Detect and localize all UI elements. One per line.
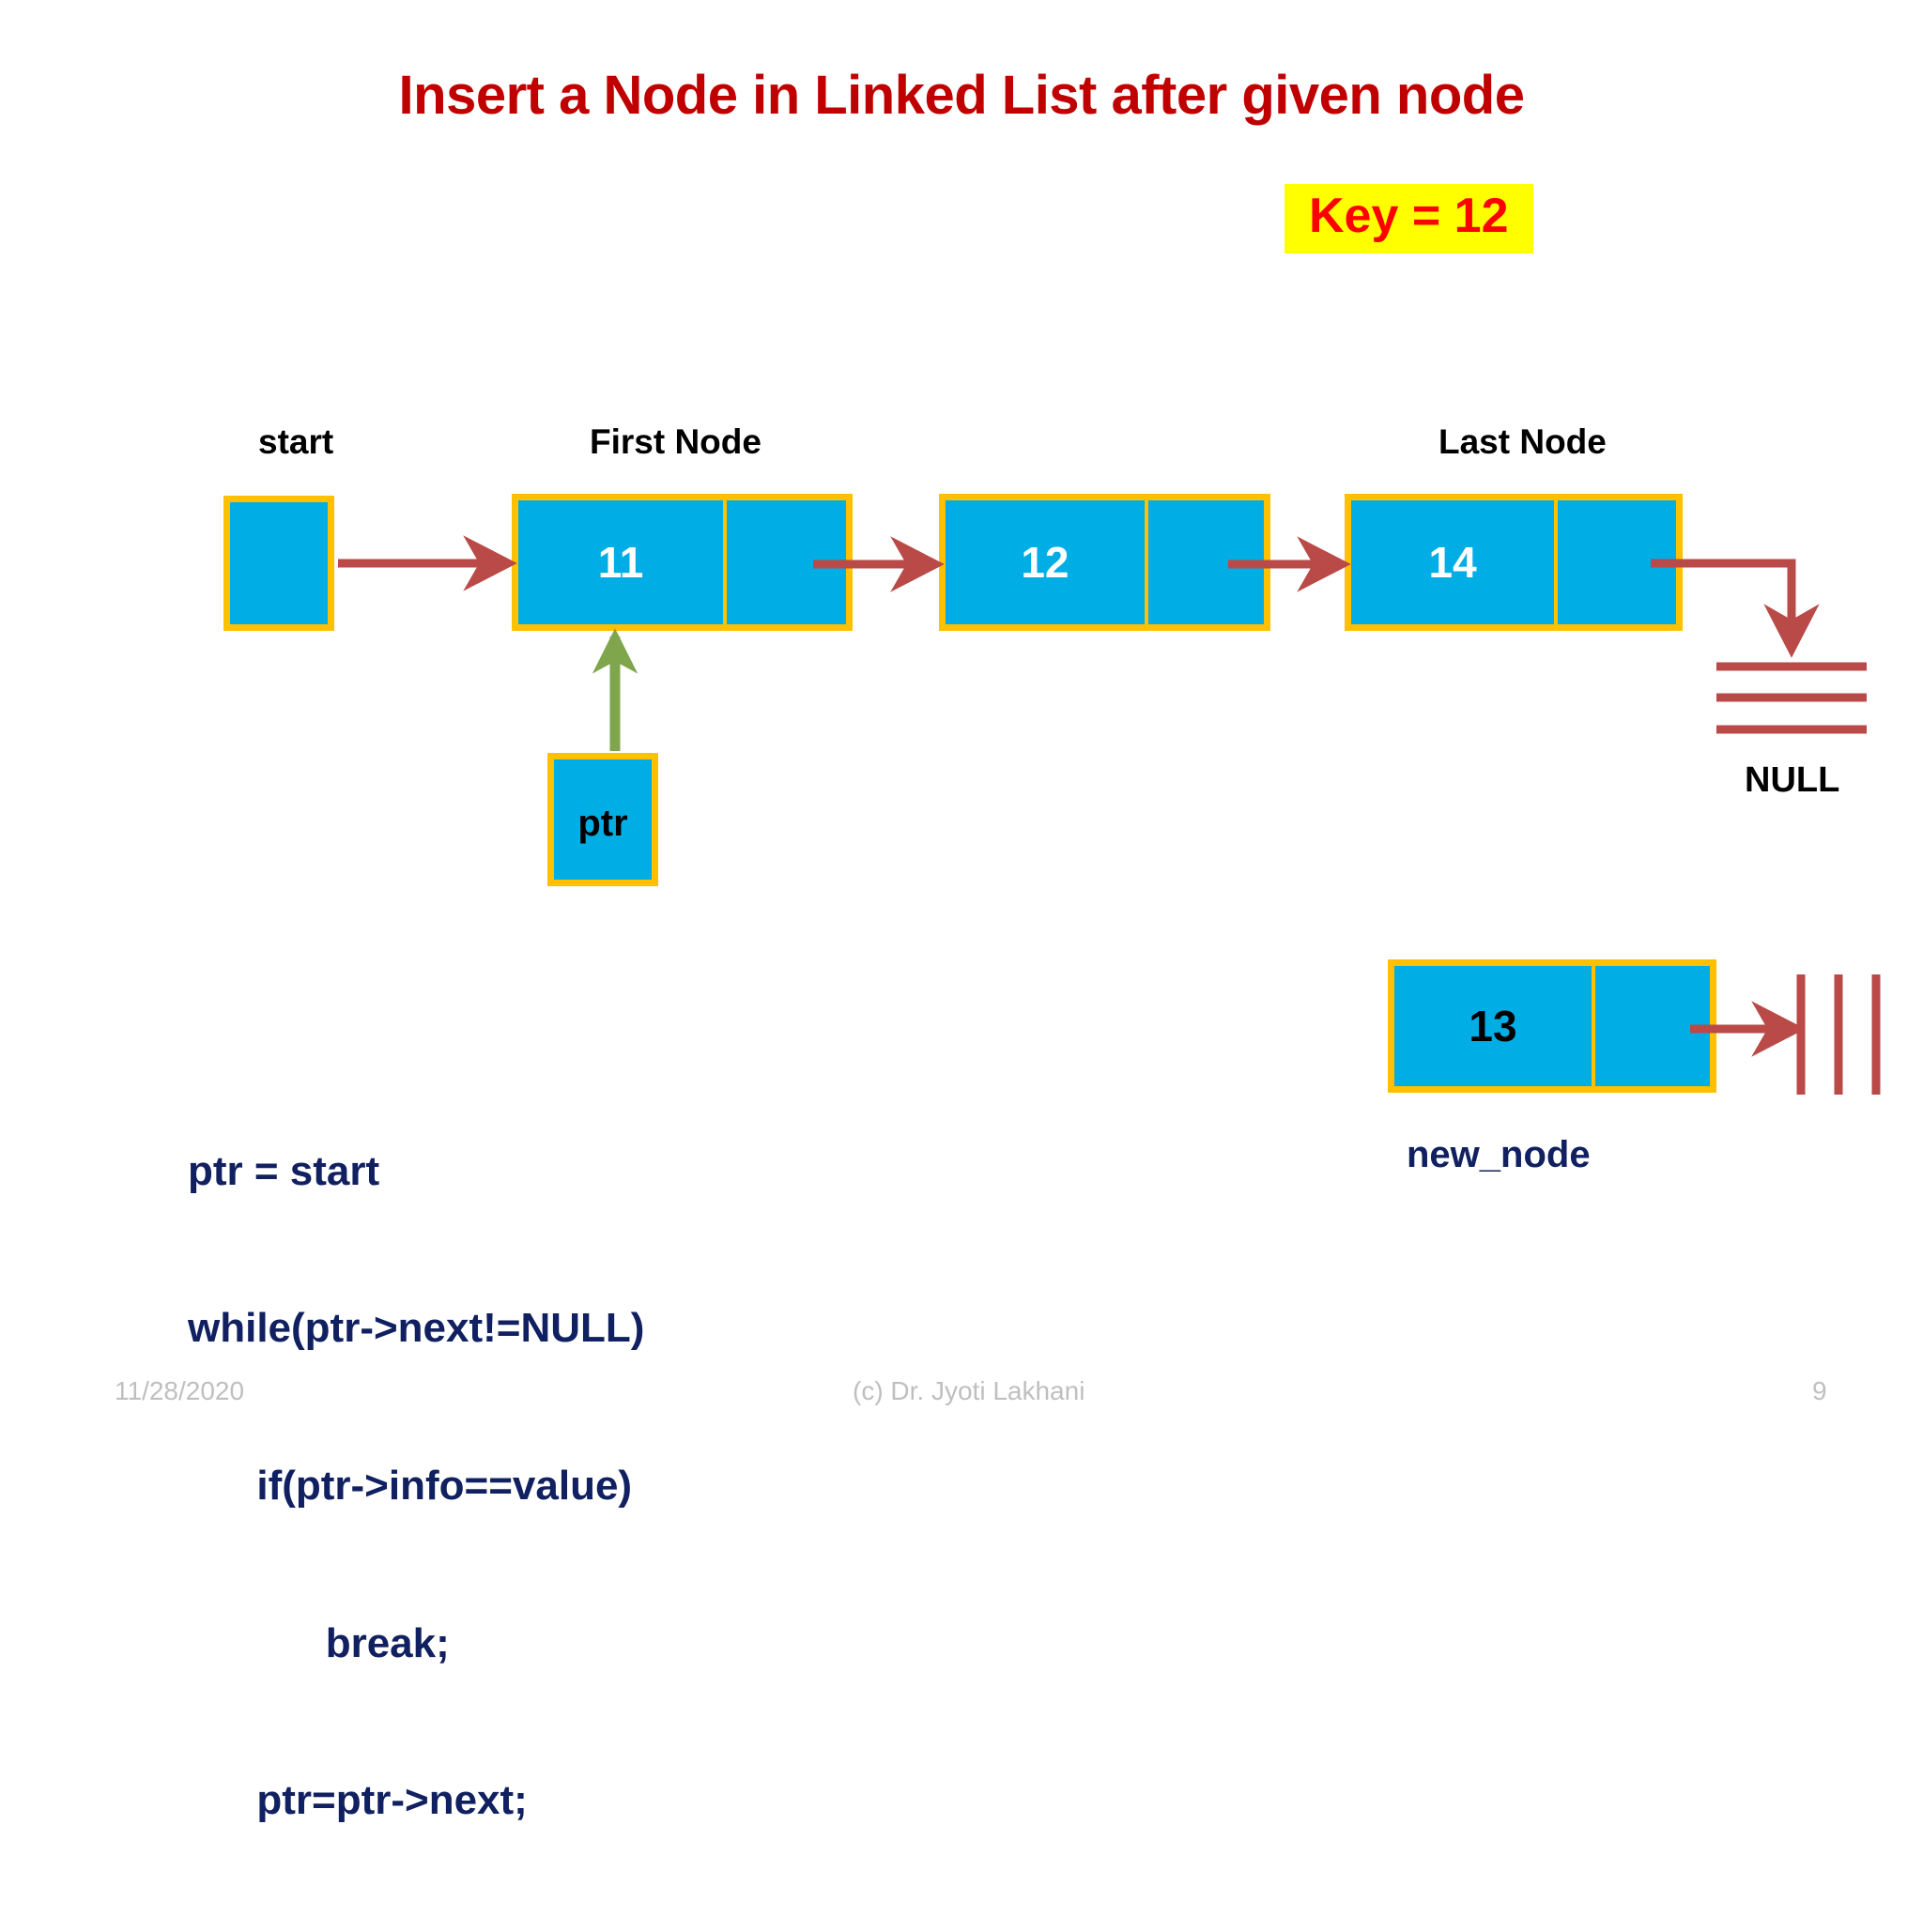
node-11-link: [727, 500, 846, 624]
node-14-link: [1558, 500, 1676, 624]
node-12-link: [1147, 500, 1264, 624]
label-start: start: [258, 422, 334, 461]
footer-date: 11/28/2020: [115, 1376, 245, 1405]
code-block: ptr = start while(ptr->next!=NULL) if(pt…: [188, 1040, 644, 1932]
label-first-node: First Node: [590, 422, 762, 461]
slide-canvas: Insert a Node in Linked List after given…: [115, 65, 1881, 1824]
key-badge: Key = 12: [1285, 184, 1533, 254]
footer-copyright: (c) Dr. Jyoti Lakhani: [853, 1376, 1085, 1405]
node-11: 11: [512, 494, 853, 631]
node-14: 14: [1345, 494, 1683, 631]
node-11-info: 11: [518, 500, 728, 624]
new-node-null-symbol: [1796, 974, 1881, 1095]
label-new-node: new_node: [1407, 1134, 1591, 1175]
null-ground-symbol: [1716, 662, 1867, 734]
new-node-box: 13: [1388, 959, 1716, 1093]
ptr-label: ptr: [577, 802, 628, 844]
footer-page-number: 9: [1812, 1376, 1827, 1405]
code-line-5: ptr=ptr->next;: [188, 1777, 528, 1824]
node-12: 12: [939, 494, 1270, 631]
code-line-3: if(ptr->info==value): [188, 1463, 633, 1509]
code-line-4: break;: [188, 1619, 450, 1666]
new-node-info: 13: [1394, 966, 1595, 1086]
label-null: NULL: [1745, 760, 1840, 800]
code-line-2: while(ptr->next!=NULL): [188, 1305, 645, 1352]
node-12-info: 12: [946, 500, 1148, 624]
label-last-node: Last Node: [1438, 422, 1607, 461]
code-line-1: ptr = start: [188, 1147, 380, 1194]
page-title: Insert a Node in Linked List after given…: [398, 65, 1525, 126]
start-pointer-box: [223, 496, 334, 631]
node-14-info: 14: [1351, 500, 1559, 624]
new-node-link: [1595, 966, 1710, 1086]
ptr-box: ptr: [547, 753, 658, 886]
